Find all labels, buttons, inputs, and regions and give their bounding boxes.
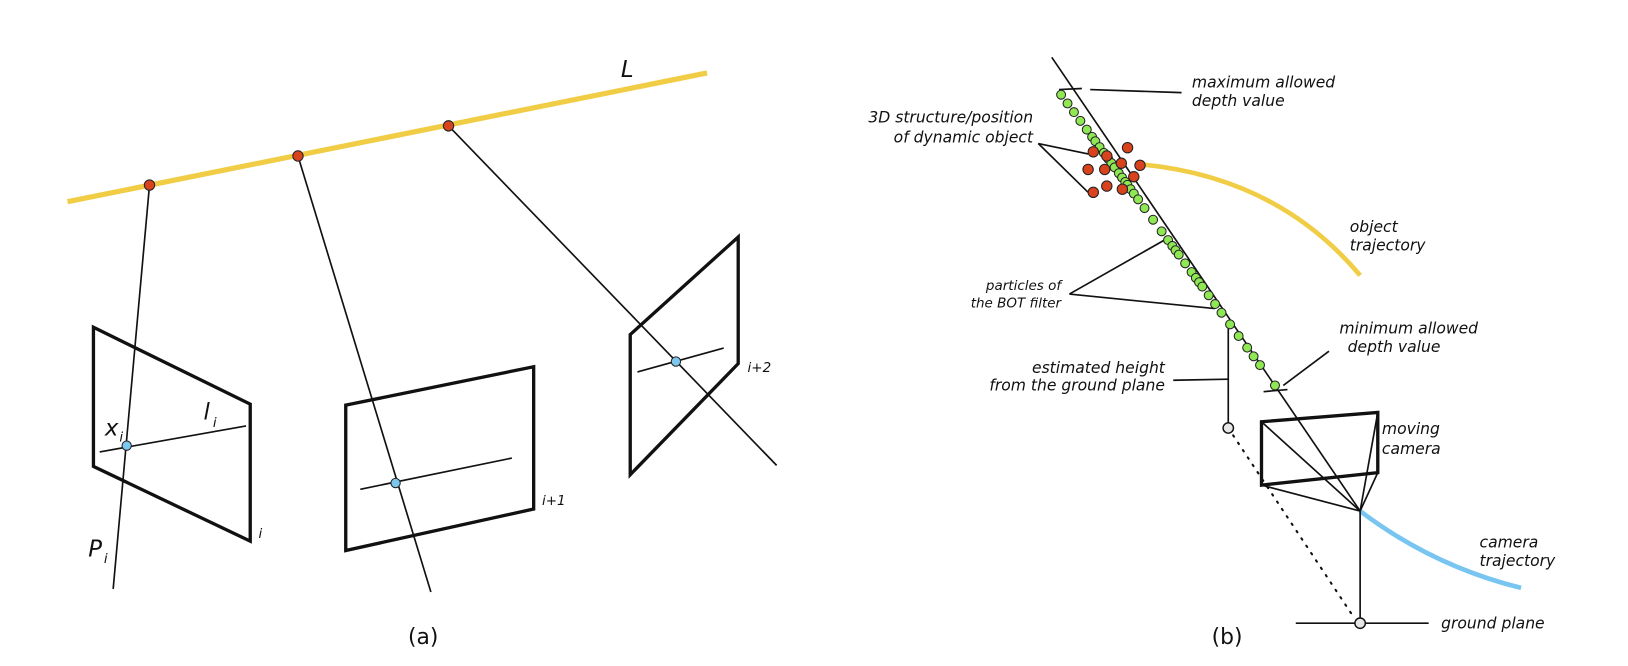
particle [1216, 307, 1227, 318]
structure-leader [1038, 142, 1089, 155]
particle [1197, 281, 1208, 292]
label-x-sub: i [119, 429, 123, 445]
particle [1210, 299, 1221, 310]
image-point-i-plus-1 [390, 477, 401, 489]
max-depth-tick [1058, 87, 1082, 91]
particle [1270, 380, 1280, 391]
min-depth-label-2: depth value [1348, 338, 1441, 356]
structure-label-1: 3D structure/position [868, 109, 1033, 127]
object-point [1099, 163, 1111, 176]
label-l: l [204, 400, 211, 426]
estimated-height-point [1222, 422, 1235, 434]
object-point [1116, 183, 1129, 195]
ground-point [1354, 617, 1367, 630]
object-point [1115, 157, 1128, 169]
point-on-L [292, 150, 304, 162]
structure-leader [1037, 142, 1089, 193]
min-depth-leader [1282, 350, 1330, 387]
particle [1133, 194, 1144, 205]
object-point [1128, 171, 1140, 183]
label-P: P [88, 537, 102, 563]
frame-label-i-plus-1: i+1 [542, 493, 566, 509]
caption-a: (a) [408, 625, 438, 650]
image-frame-i-plus-1 [344, 364, 536, 553]
particle [1056, 89, 1067, 100]
object-point [1121, 141, 1134, 154]
particles-leader [1069, 293, 1215, 310]
moving-camera-label-1: moving [1382, 420, 1440, 438]
bot-filter-particles [1056, 89, 1280, 391]
object-trajectory-label-1: object [1350, 218, 1399, 236]
object-trajectory-label-2: trajectory [1350, 236, 1427, 254]
line-L [66, 70, 708, 205]
camera-trajectory [1358, 509, 1522, 591]
epipolar-line-i-plus-1 [360, 457, 513, 491]
image-frame-i [91, 324, 252, 544]
min-depth-tick [1263, 388, 1288, 393]
caption-b: (b) [1212, 625, 1243, 650]
particles-label-1: particles of [985, 278, 1063, 294]
particle [1173, 249, 1184, 260]
image-point-xi [121, 440, 132, 451]
object-point [1087, 186, 1100, 199]
ray-i [112, 184, 151, 590]
particle [1062, 98, 1073, 109]
object-point [1101, 150, 1113, 162]
ground-plane-label: ground plane [1441, 614, 1545, 632]
particle [1068, 107, 1079, 118]
point-on-L [442, 120, 455, 132]
particle [1242, 342, 1253, 353]
ray-i-plus-1 [297, 155, 432, 593]
label-L: L [621, 57, 634, 83]
particle [1203, 290, 1214, 301]
max-depth-label-2: depth value [1192, 92, 1285, 110]
object-point [1087, 146, 1100, 158]
particle [1075, 115, 1086, 126]
particle [1139, 203, 1150, 214]
label-l-sub: i [213, 415, 217, 431]
particle [1248, 351, 1259, 362]
particle [1156, 226, 1167, 237]
particles-label-2: the BOT filter [971, 296, 1063, 312]
camera-frustum-edge [1359, 412, 1379, 512]
image-point-i-plus-2 [670, 356, 682, 367]
label-x: x [104, 415, 119, 441]
dynamic-object-points [1082, 141, 1146, 199]
frame-label-i-plus-2: i+2 [748, 360, 772, 376]
image-frame-i-plus-2 [628, 233, 740, 479]
particle [1225, 319, 1236, 330]
moving-camera [1259, 410, 1380, 512]
camera-frustum-edge [1359, 472, 1379, 512]
panel-a: L x i l i P i i i+1 i+2 (a) [66, 57, 778, 650]
particle [1180, 258, 1191, 269]
moving-camera-label-2: camera [1382, 440, 1441, 458]
max-depth-label-1: maximum allowed [1192, 73, 1335, 91]
height-label-1: estimated height [1032, 359, 1166, 377]
camera-trajectory-label-1: camera [1480, 533, 1539, 551]
camera-frustum-edge [1260, 421, 1361, 512]
particle [1233, 331, 1244, 341]
object-trajectory [1139, 161, 1362, 277]
particle [1255, 360, 1266, 371]
projection-dotted-line [1227, 426, 1356, 621]
ray-i-plus-2 [447, 125, 778, 466]
object-point [1082, 163, 1094, 176]
object-point [1134, 159, 1146, 172]
point-on-L [143, 179, 156, 191]
max-depth-leader [1090, 88, 1182, 94]
panel-b: maximum allowed depth value 3D structure… [868, 56, 1557, 650]
particles-leader [1069, 237, 1169, 295]
structure-label-2: of dynamic object [894, 128, 1034, 146]
object-point [1101, 180, 1113, 192]
height-leader [1173, 378, 1229, 382]
label-P-sub: i [104, 551, 108, 567]
camera-trajectory-label-2: trajectory [1480, 552, 1557, 570]
particle [1148, 214, 1159, 225]
height-label-2: from the ground plane [989, 377, 1165, 395]
particle [1081, 124, 1092, 135]
frame-label-i: i [259, 526, 263, 542]
camera-frustum-edge [1261, 484, 1361, 512]
min-depth-label-1: minimum allowed [1339, 320, 1478, 338]
